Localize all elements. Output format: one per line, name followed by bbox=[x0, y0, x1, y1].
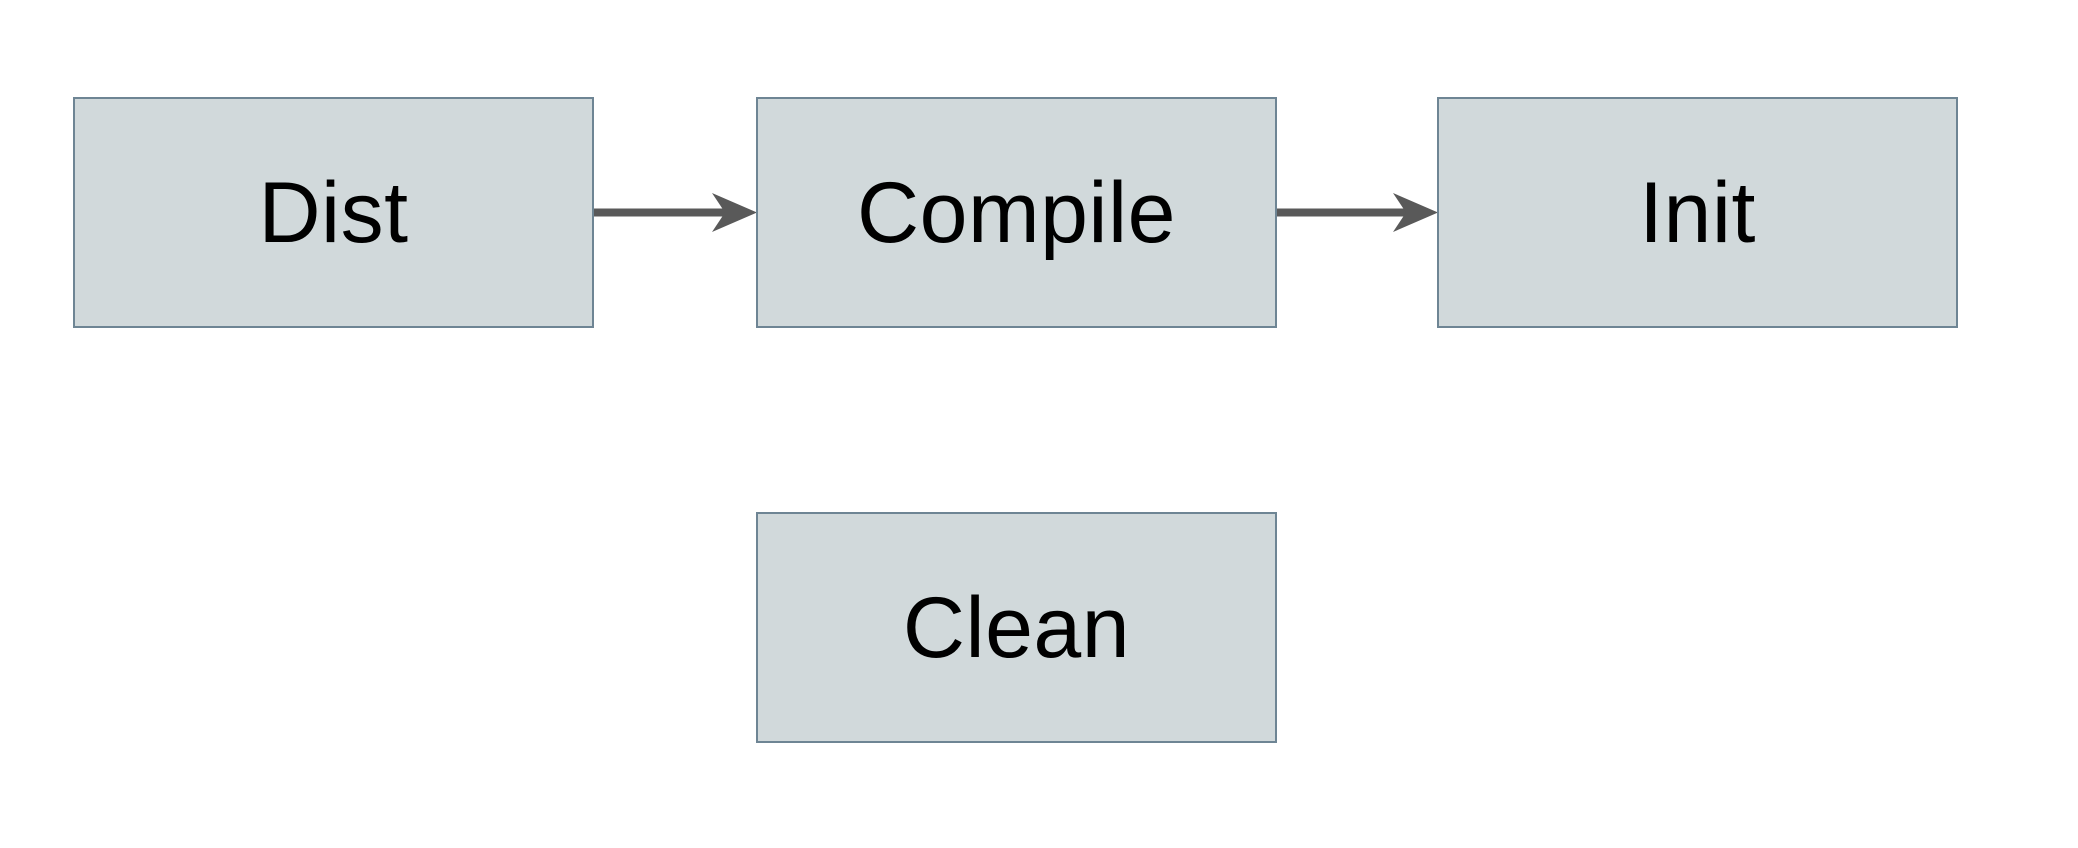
node-dist-label: Dist bbox=[258, 164, 409, 261]
node-init: Init bbox=[1437, 97, 1958, 328]
node-init-label: Init bbox=[1639, 164, 1756, 261]
arrow-dist-to-compile bbox=[594, 193, 757, 232]
node-clean-label: Clean bbox=[902, 579, 1131, 676]
node-compile: Compile bbox=[756, 97, 1277, 328]
node-compile-label: Compile bbox=[857, 164, 1176, 261]
node-dist: Dist bbox=[73, 97, 594, 328]
arrowhead-icon bbox=[1393, 193, 1438, 232]
arrow-compile-to-init bbox=[1277, 193, 1438, 232]
arrowhead-icon bbox=[712, 193, 757, 232]
node-clean: Clean bbox=[756, 512, 1277, 743]
